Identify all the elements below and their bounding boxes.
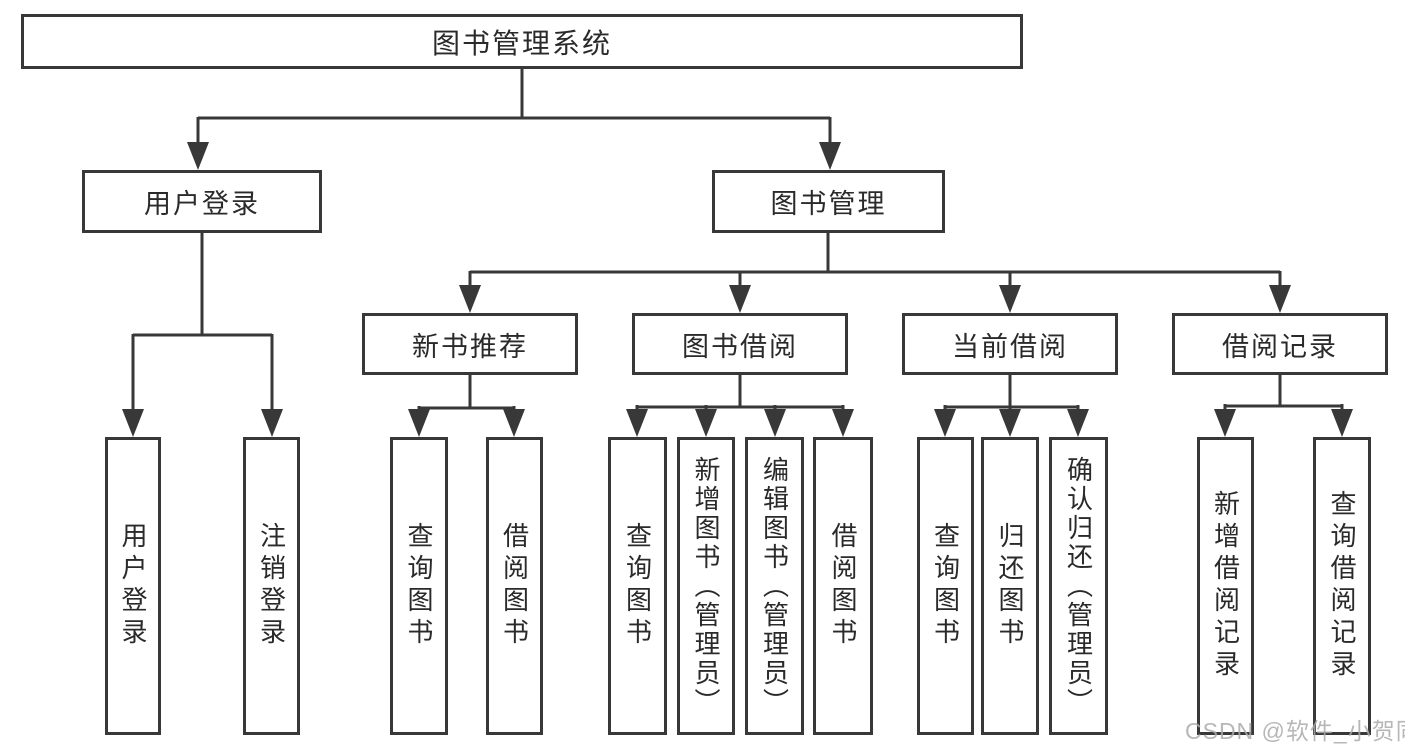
leaf-query-book-newbook: 查询图书 [390, 437, 448, 735]
node-borrow-record: 借阅记录 [1172, 313, 1388, 375]
leaf-add-book-admin: 新增图书（管理员） [677, 437, 735, 735]
leaf-add-borrow-record: 新增借阅记录 [1197, 437, 1254, 735]
leaf-logout: 注销登录 [243, 437, 300, 735]
node-user-login: 用户登录 [82, 170, 322, 233]
node-library-management-system: 图书管理系统 [21, 14, 1023, 69]
leaf-query-borrow-record: 查询借阅记录 [1313, 437, 1371, 735]
leaf-confirm-return-admin: 确认归还（管理员） [1049, 437, 1108, 735]
node-book-borrow: 图书借阅 [632, 313, 848, 375]
leaf-borrow-book: 借阅图书 [813, 437, 873, 735]
leaf-edit-book-admin: 编辑图书（管理员） [745, 437, 804, 735]
node-book-management: 图书管理 [712, 170, 945, 233]
csdn-watermark: CSDN @软件_小贺同学 [1185, 718, 1405, 744]
leaf-user-login: 用户登录 [105, 437, 161, 735]
leaf-query-book-current: 查询图书 [917, 437, 974, 735]
leaf-return-book: 归还图书 [981, 437, 1039, 735]
node-current-borrow: 当前借阅 [902, 313, 1118, 375]
node-new-book-recommend: 新书推荐 [362, 313, 578, 375]
leaf-query-book-borrow: 查询图书 [608, 437, 667, 735]
leaf-borrow-book-newbook: 借阅图书 [486, 437, 543, 735]
